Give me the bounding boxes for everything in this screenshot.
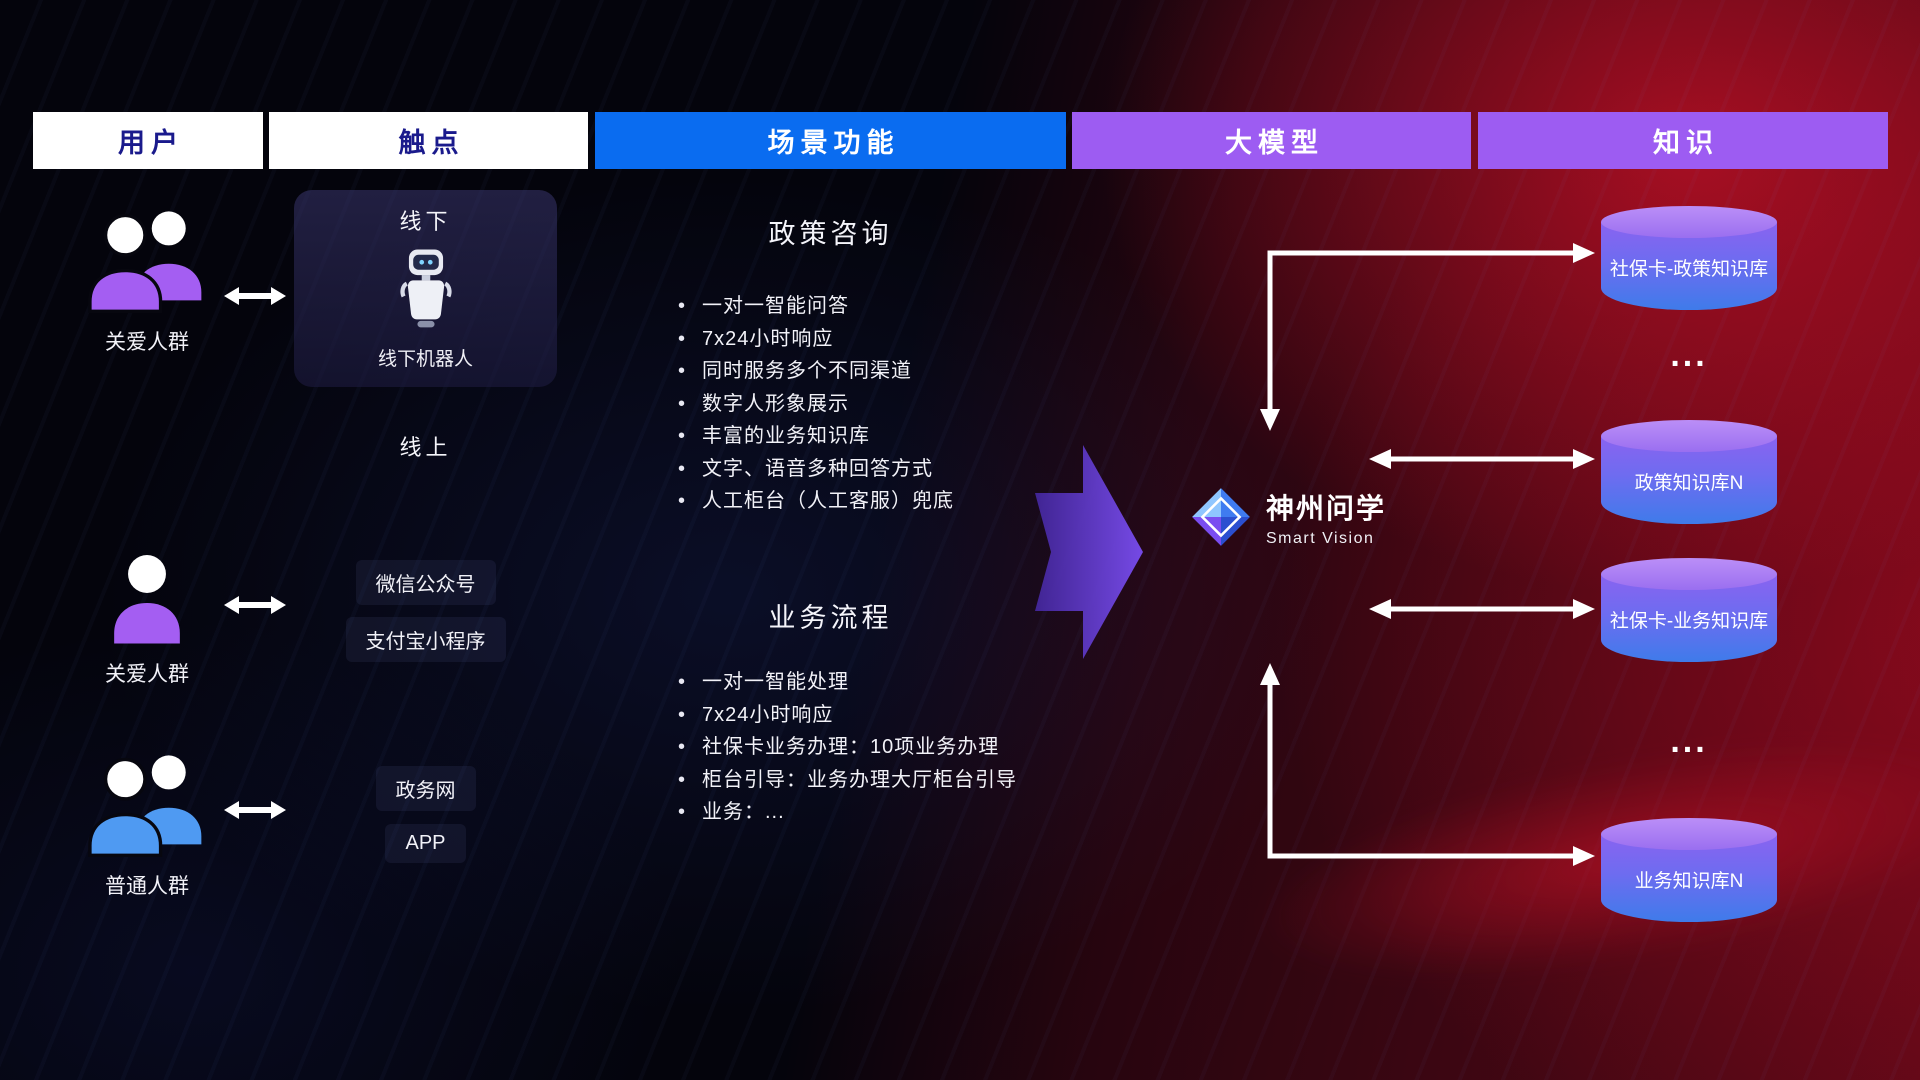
user-label: 关爱人群 bbox=[105, 663, 189, 686]
double-arrow-icon bbox=[224, 287, 286, 305]
channel-label: 政务网 bbox=[375, 766, 476, 811]
header-col-scenarios: 场景功能 bbox=[595, 112, 1066, 169]
knowledge-db-label: 社保卡-业务知识库 bbox=[1609, 610, 1769, 632]
model-logo-text: 神州问学 Smart Vision bbox=[1266, 487, 1386, 548]
scenario-title-policy: 政策咨询 bbox=[768, 219, 893, 249]
channel-label: 支付宝小程序 bbox=[345, 617, 506, 662]
double-arrow-icon bbox=[224, 801, 286, 819]
cylinder-top bbox=[1601, 420, 1777, 452]
header-col-model: 大模型 bbox=[1072, 112, 1471, 169]
list-item: 7x24小时响应 bbox=[676, 699, 1017, 732]
knowledge-db-policy-n: 政策知识库N bbox=[1601, 420, 1777, 524]
header-col-knowledge: 知识 bbox=[1478, 112, 1888, 169]
knowledge-db-label: 政策知识库N bbox=[1634, 472, 1744, 494]
people-group-icon bbox=[88, 755, 202, 857]
cylinder-top bbox=[1601, 818, 1777, 850]
channel-label: APP bbox=[385, 824, 466, 863]
ellipsis-dots: ... bbox=[1670, 336, 1708, 374]
knowledge-db-business-card: 社保卡-业务知识库 bbox=[1601, 558, 1777, 662]
list-item: 一对一智能处理 bbox=[676, 666, 1017, 699]
cylinder-top bbox=[1601, 558, 1777, 590]
offline-robot-label: 线下机器人 bbox=[377, 349, 473, 370]
user-label: 关爱人群 bbox=[105, 331, 189, 354]
channel-label: 微信公众号 bbox=[355, 560, 496, 605]
channel-app: APP bbox=[294, 824, 557, 863]
knowledge-db-policy-card: 社保卡-政策知识库 bbox=[1601, 206, 1777, 310]
channel-gov-web: 政务网 bbox=[294, 766, 557, 811]
ellipsis-dots: ... bbox=[1670, 722, 1708, 760]
list-item: 数字人形象展示 bbox=[676, 388, 954, 421]
list-item: 社保卡业务办理：10项业务办理 bbox=[676, 731, 1017, 764]
scenario-list-business: 一对一智能处理 7x24小时响应 社保卡业务办理：10项业务办理 柜台引导：业务… bbox=[676, 666, 1017, 829]
user-block-care-group: 关爱人群 bbox=[52, 208, 242, 356]
header-col-users: 用户 bbox=[33, 112, 263, 169]
list-item: 文字、语音多种回答方式 bbox=[676, 453, 954, 486]
channel-alipay: 支付宝小程序 bbox=[294, 617, 557, 662]
offline-touchpoint-card: 线下 线下机器人 bbox=[294, 190, 557, 387]
people-group-icon bbox=[88, 211, 202, 313]
list-item: 业务：... bbox=[676, 796, 1017, 829]
double-arrow-icon bbox=[224, 596, 286, 614]
person-icon bbox=[114, 555, 180, 644]
user-label: 普通人群 bbox=[105, 875, 189, 898]
list-item: 同时服务多个不同渠道 bbox=[676, 355, 954, 388]
list-item: 柜台引导：业务办理大厅柜台引导 bbox=[676, 764, 1017, 797]
offline-title: 线下 bbox=[399, 209, 452, 234]
channel-wechat: 微信公众号 bbox=[294, 560, 557, 605]
user-block-general: 普通人群 bbox=[52, 752, 242, 900]
knowledge-db-label: 业务知识库N bbox=[1634, 870, 1744, 892]
cylinder-top bbox=[1601, 206, 1777, 238]
model-logo-block: 神州问学 Smart Vision bbox=[1190, 486, 1386, 548]
model-subtitle: Smart Vision bbox=[1266, 529, 1375, 547]
scenario-list-policy: 一对一智能问答 7x24小时响应 同时服务多个不同渠道 数字人形象展示 丰富的业… bbox=[676, 290, 954, 518]
header-col-touchpoints: 触点 bbox=[269, 112, 588, 169]
diamond-logo-icon bbox=[1192, 488, 1250, 546]
list-item: 丰富的业务知识库 bbox=[676, 420, 954, 453]
list-item: 一对一智能问答 bbox=[676, 290, 954, 323]
knowledge-db-label: 社保卡-政策知识库 bbox=[1609, 258, 1769, 280]
model-name: 神州问学 bbox=[1266, 492, 1387, 524]
user-block-care-single: 关爱人群 bbox=[52, 550, 242, 688]
list-item: 人工柜台（人工客服）兜底 bbox=[676, 485, 954, 518]
flow-arrow-icon bbox=[1035, 445, 1143, 659]
knowledge-db-business-n: 业务知识库N bbox=[1601, 818, 1777, 922]
list-item: 7x24小时响应 bbox=[676, 323, 954, 356]
online-title: 线上 bbox=[399, 435, 452, 460]
robot-icon bbox=[399, 249, 452, 328]
scenario-title-business: 业务流程 bbox=[768, 603, 893, 633]
